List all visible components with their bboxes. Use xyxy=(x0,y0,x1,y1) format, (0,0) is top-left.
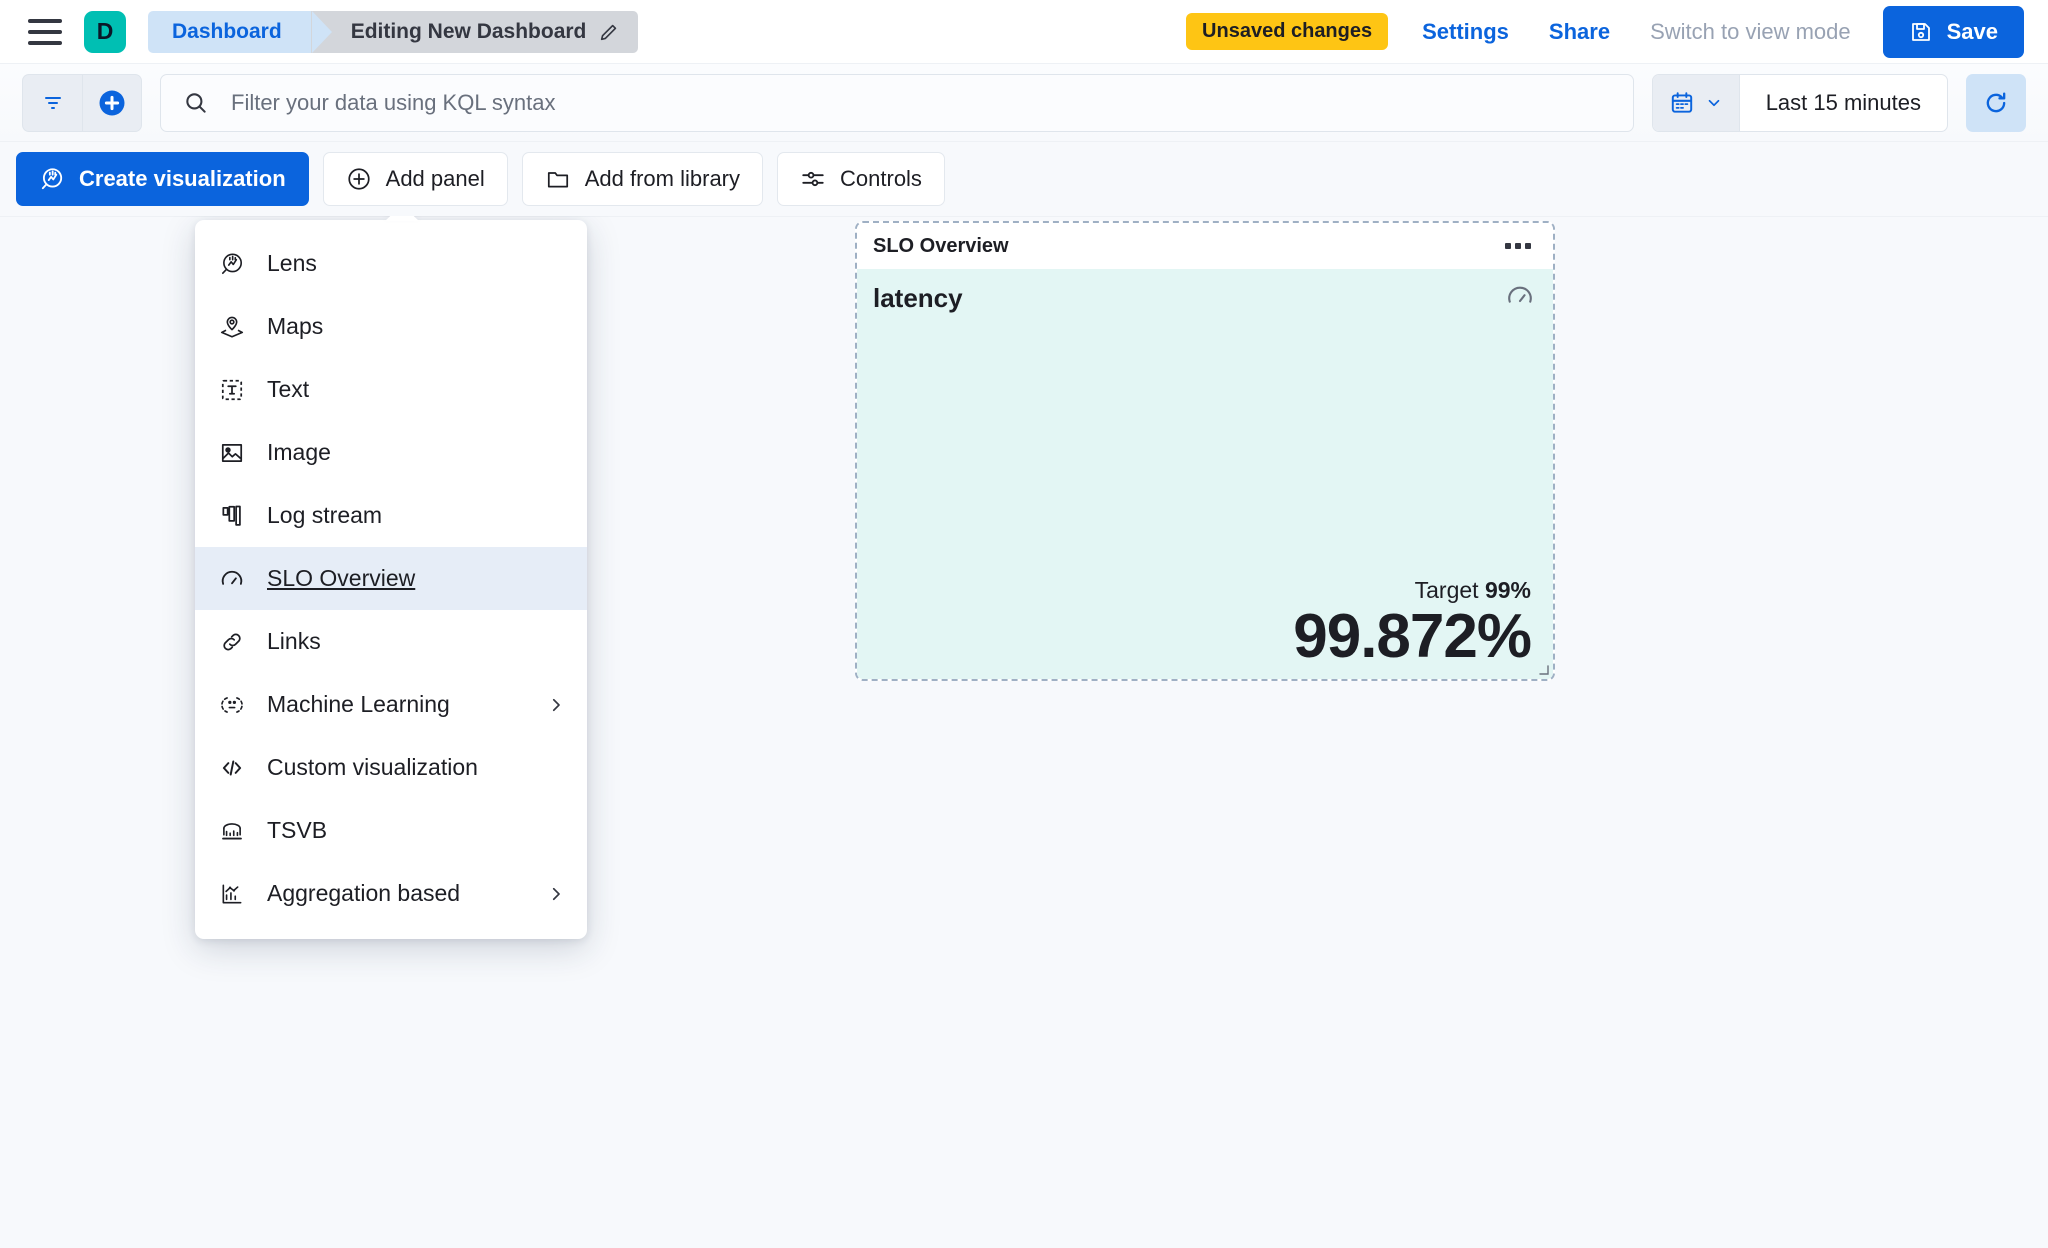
query-bar: Filter your data using KQL syntax Last 1… xyxy=(0,64,2048,142)
add-filter-button[interactable] xyxy=(82,73,142,132)
breadcrumb: Dashboard Editing New Dashboard xyxy=(148,10,639,53)
aggregation-chart-icon xyxy=(219,881,245,907)
refresh-icon xyxy=(1986,92,2006,112)
menu-item-label: Machine Learning xyxy=(267,691,450,717)
machine-learning-icon xyxy=(219,692,245,718)
menu-item-label: Lens xyxy=(267,250,317,276)
add-panel-menu: Lens Maps Text xyxy=(195,220,587,939)
save-button[interactable]: Save xyxy=(1882,5,2024,58)
slo-target-value: 99% xyxy=(1484,576,1531,603)
gauge-icon xyxy=(1508,286,1532,303)
menu-item-links[interactable]: Links xyxy=(195,610,587,673)
plus-circle-icon xyxy=(348,168,370,190)
code-brackets-icon xyxy=(219,755,245,781)
resize-handle-icon[interactable] xyxy=(1535,661,1549,675)
dashboard-canvas: Lens Maps Text xyxy=(0,216,2048,1248)
maps-pin-layers-icon xyxy=(219,314,245,340)
menu-item-label: Image xyxy=(267,439,331,465)
plus-circle-icon xyxy=(99,90,125,115)
app-badge[interactable]: D xyxy=(84,10,126,53)
menu-item-maps[interactable]: Maps xyxy=(195,295,587,358)
add-from-library-button[interactable]: Add from library xyxy=(521,152,764,206)
text-box-icon xyxy=(219,377,245,403)
menu-item-slo-overview[interactable]: SLO Overview xyxy=(195,547,587,610)
editor-toolbar: Create visualization Add panel Add from … xyxy=(0,142,2048,216)
link-chain-icon xyxy=(219,629,245,655)
switch-to-view-mode-link[interactable]: Switch to view mode xyxy=(1650,18,1851,44)
chevron-down-icon xyxy=(1708,99,1720,106)
menu-item-label: TSVB xyxy=(267,817,328,843)
time-picker-quick-menu[interactable] xyxy=(1652,74,1740,131)
menu-item-lens[interactable]: Lens xyxy=(195,232,587,295)
filter-lines-icon xyxy=(44,96,61,109)
menu-item-label: Text xyxy=(267,376,310,402)
filter-options-button[interactable] xyxy=(22,73,82,132)
controls-sliders-icon xyxy=(802,171,824,187)
menu-item-text[interactable]: Text xyxy=(195,358,587,421)
folder-icon xyxy=(547,172,568,188)
breadcrumb-editing-label: Editing New Dashboard xyxy=(350,19,587,43)
hamburger-menu-icon[interactable] xyxy=(28,18,62,45)
menu-item-image[interactable]: Image xyxy=(195,421,587,484)
add-panel-label: Add panel xyxy=(385,166,485,191)
search-icon xyxy=(186,92,206,113)
panel-context-menu-icon[interactable] xyxy=(1499,237,1537,255)
menu-item-machine-learning[interactable]: Machine Learning xyxy=(195,673,587,736)
add-panel-button[interactable]: Add panel xyxy=(322,152,508,206)
top-header: D Dashboard Editing New Dashboard Unsave… xyxy=(0,0,2048,64)
menu-item-label: Aggregation based xyxy=(267,880,461,906)
menu-item-aggregation-based[interactable]: Aggregation based xyxy=(195,862,587,925)
slo-metrics: Target 99% 99.872% xyxy=(1293,577,1532,671)
menu-item-label: Links xyxy=(267,628,321,654)
menu-item-label: Maps xyxy=(267,313,324,339)
menu-item-log-stream[interactable]: Log stream xyxy=(195,484,587,547)
panel-title: SLO Overview xyxy=(873,234,1009,257)
lens-icon xyxy=(41,168,63,190)
share-link[interactable]: Share xyxy=(1548,18,1611,44)
menu-item-label: Log stream xyxy=(267,502,383,528)
slo-target-label: Target xyxy=(1414,576,1479,603)
save-disk-icon xyxy=(1911,22,1930,41)
menu-item-custom-visualization[interactable]: Custom visualization xyxy=(195,736,587,799)
gauge-icon xyxy=(219,566,245,592)
menu-item-tsvb[interactable]: TSVB xyxy=(195,799,587,862)
breadcrumb-dashboard-label: Dashboard xyxy=(172,19,282,43)
time-range-value[interactable]: Last 15 minutes xyxy=(1765,89,1921,115)
slo-overview-panel[interactable]: SLO Overview latency Target 99% 99.872% xyxy=(855,221,1555,681)
slo-name: latency xyxy=(873,283,963,313)
chevron-right-icon xyxy=(552,698,560,711)
filter-button-group xyxy=(22,73,142,132)
controls-label: Controls xyxy=(840,166,922,191)
panel-header: SLO Overview xyxy=(857,223,1553,269)
time-picker: Last 15 minutes xyxy=(1651,73,1948,132)
settings-link[interactable]: Settings xyxy=(1422,18,1509,44)
save-button-label: Save xyxy=(1946,18,1998,44)
lens-icon xyxy=(219,251,245,277)
slo-target: Target 99% xyxy=(1293,577,1531,604)
pencil-icon[interactable] xyxy=(598,21,620,43)
add-from-library-label: Add from library xyxy=(584,166,741,191)
breadcrumb-editing-dashboard[interactable]: Editing New Dashboard xyxy=(310,10,639,53)
unsaved-changes-badge: Unsaved changes xyxy=(1186,13,1389,50)
chevron-right-icon xyxy=(552,887,560,900)
search-input-placeholder: Filter your data using KQL syntax xyxy=(231,89,556,115)
create-visualization-label: Create visualization xyxy=(79,166,286,191)
menu-item-label: Custom visualization xyxy=(267,754,478,780)
menu-item-label: SLO Overview xyxy=(267,565,416,591)
search-input[interactable]: Filter your data using KQL syntax xyxy=(160,73,1634,132)
image-icon xyxy=(219,440,245,466)
breadcrumb-dashboard[interactable]: Dashboard xyxy=(148,10,332,53)
calendar-icon xyxy=(1671,91,1692,113)
refresh-button[interactable] xyxy=(1966,73,2026,132)
log-stream-icon xyxy=(219,503,245,529)
slo-sli-value: 99.872% xyxy=(1293,601,1532,671)
header-actions: Unsaved changes Settings Share Switch to… xyxy=(1186,5,2024,58)
panel-body: latency Target 99% 99.872% xyxy=(857,269,1553,679)
controls-button[interactable]: Controls xyxy=(777,152,945,206)
create-visualization-button[interactable]: Create visualization xyxy=(16,152,309,206)
tsvb-chart-icon xyxy=(219,818,245,844)
